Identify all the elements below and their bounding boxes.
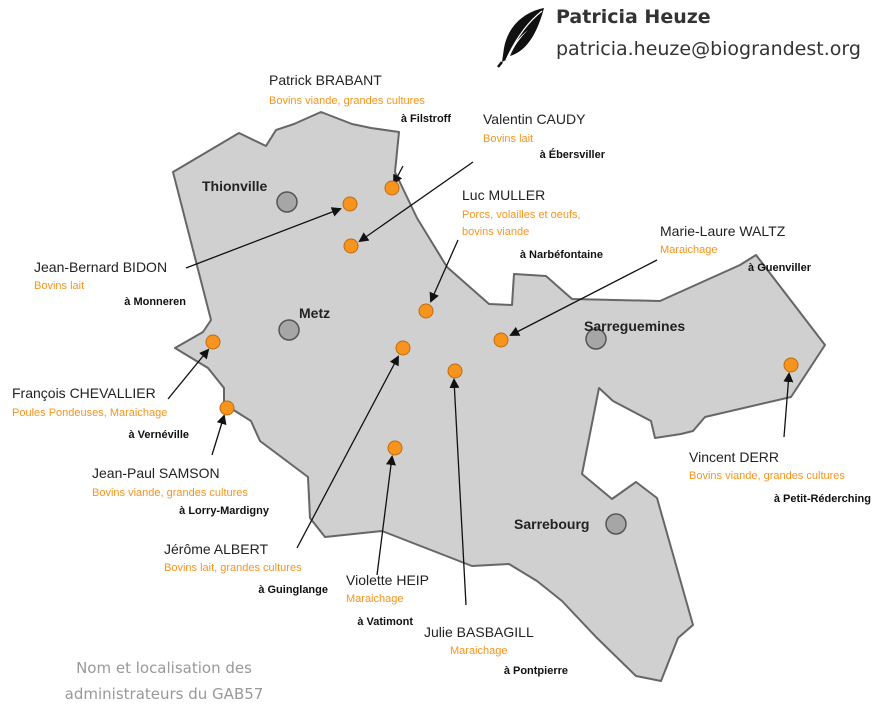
administrator-callout: Valentin CAUDY Bovins lait à Ébersviller [343, 111, 606, 254]
callout-arrow [185, 207, 342, 269]
feather-icon [497, 8, 544, 68]
city-label: Thionville [202, 178, 268, 194]
callout-arrow [167, 348, 210, 400]
callout-arrow [783, 372, 794, 438]
administrator-location: à Vatimont [357, 616, 413, 628]
administrator-name: Jean-Paul SAMSON [92, 465, 220, 481]
caption-line-2: administrateurs du GAB57 [64, 685, 264, 703]
administrator-callout: Jean-Paul SAMSON Bovins viande, grandes c… [92, 400, 270, 517]
callout-arrow [358, 161, 474, 243]
city-marker: Sarreguemines [584, 318, 685, 350]
administrator-location: à Pontpierre [504, 665, 568, 677]
callout-arrow [393, 165, 404, 185]
city-label: Sarrebourg [514, 516, 589, 532]
contact-email: patricia.heuze@biograndest.org [556, 38, 861, 60]
farm-location-dot [447, 363, 463, 379]
administrator-callout: Jérôme ALBERT Bovins lait, grandes cultur… [164, 340, 411, 596]
administrator-production: Porcs, volailles et oeufs,bovins viande [462, 209, 581, 238]
city-dot [278, 319, 300, 341]
administrator-name: Violette HEIP [346, 572, 429, 588]
administrator-name: François CHEVALLIER [12, 385, 156, 401]
administrator-location: à Vernéville [128, 429, 189, 441]
farm-location-dot [783, 357, 799, 373]
administrator-name: Julie BASBAGILL [424, 624, 534, 640]
administrator-name: Vincent DERR [689, 449, 779, 465]
city-label: Sarreguemines [584, 318, 685, 334]
city-marker: Metz [278, 305, 330, 341]
caption-line-1: Nom et localisation des [76, 659, 252, 677]
farm-location-dot [418, 303, 434, 319]
farm-location-dot [219, 400, 235, 416]
farm-location-dot [342, 196, 358, 212]
farm-location-dot [384, 180, 400, 196]
callout-arrow [509, 259, 658, 336]
administrator-production: Maraichage [450, 645, 507, 657]
city-dot [585, 328, 607, 350]
administrator-name: Patrick BRABANT [269, 72, 382, 88]
administrator-production: Poules Pondeuses, Maraichage [12, 407, 167, 419]
administrator-production: Maraichage [346, 593, 403, 605]
city-dot [605, 513, 627, 535]
contact-block: Patricia Heuze patricia.heuze@biograndes… [556, 6, 861, 60]
administrator-callout: Violette HEIP Maraichage à Vatimont [346, 440, 429, 628]
city-marker: Sarrebourg [514, 513, 627, 535]
administrator-name: Jérôme ALBERT [164, 541, 268, 557]
administrator-name: Marie-Laure WALTZ [660, 223, 786, 239]
administrator-production: Bovins viande, grandes cultures [92, 487, 248, 499]
administrator-location: à Lorry-Mardigny [179, 505, 270, 517]
administrator-production: Bovins lait, grandes cultures [164, 562, 302, 574]
administrator-production: Bovins viande, grandes cultures [689, 470, 845, 482]
farm-location-dot [493, 332, 509, 348]
contact-name: Patricia Heuze [556, 6, 711, 28]
farm-location-dot [343, 238, 359, 254]
administrator-production: Bovins viande, grandes cultures [269, 95, 425, 107]
callout-arrow [296, 355, 399, 549]
moselle-region-shape [172, 111, 826, 682]
administrator-location: à Guinglange [258, 584, 328, 596]
administrator-callout: Jean-Bernard BIDON Bovins lait à Monneren [34, 196, 358, 308]
administrator-location: à Narbéfontaine [520, 249, 603, 261]
city-label: Metz [299, 305, 330, 321]
administrator-production: Bovins lait [483, 133, 533, 145]
administrator-callout: Vincent DERR Bovins viande, grandes cultu… [689, 357, 871, 505]
administrator-name: Luc MULLER [462, 187, 545, 203]
administrator-location: à Monneren [124, 296, 186, 308]
map-caption: Nom et localisation des administrateurs … [34, 655, 294, 707]
administrator-production: Bovins lait [34, 280, 84, 292]
callout-arrow [211, 414, 227, 456]
administrator-location: à Filstroff [401, 113, 451, 125]
administrator-callout: Patrick BRABANT Bovins viande, grandes cu… [269, 72, 451, 196]
callout-arrow [429, 239, 459, 303]
administrator-production: Maraichage [660, 244, 717, 256]
administrator-name: Jean-Bernard BIDON [34, 259, 167, 275]
city-marker: Thionville [202, 178, 298, 213]
administrator-location: à Petit-Réderching [774, 493, 871, 505]
administrator-location: à Ébersviller [540, 148, 606, 161]
city-dot [276, 191, 298, 213]
farm-location-dot [205, 334, 221, 350]
farm-location-dot [395, 340, 411, 356]
administrator-name: Valentin CAUDY [483, 111, 586, 127]
administrator-callout: François CHEVALLIER Poules Pondeuses, Mar… [12, 334, 221, 441]
administrator-location: à Guenviller [748, 262, 812, 274]
administrator-callout: Marie-Laure WALTZ Maraichage à Guenviller [493, 223, 812, 348]
administrator-callout: Julie BASBAGILL Maraichage à Pontpierre [424, 363, 568, 677]
callout-arrow [449, 378, 467, 606]
callout-arrow [376, 455, 396, 576]
farm-location-dot [387, 440, 403, 456]
administrator-callout: Luc MULLER Porcs, volailles et oeufs,bovi… [418, 187, 603, 319]
